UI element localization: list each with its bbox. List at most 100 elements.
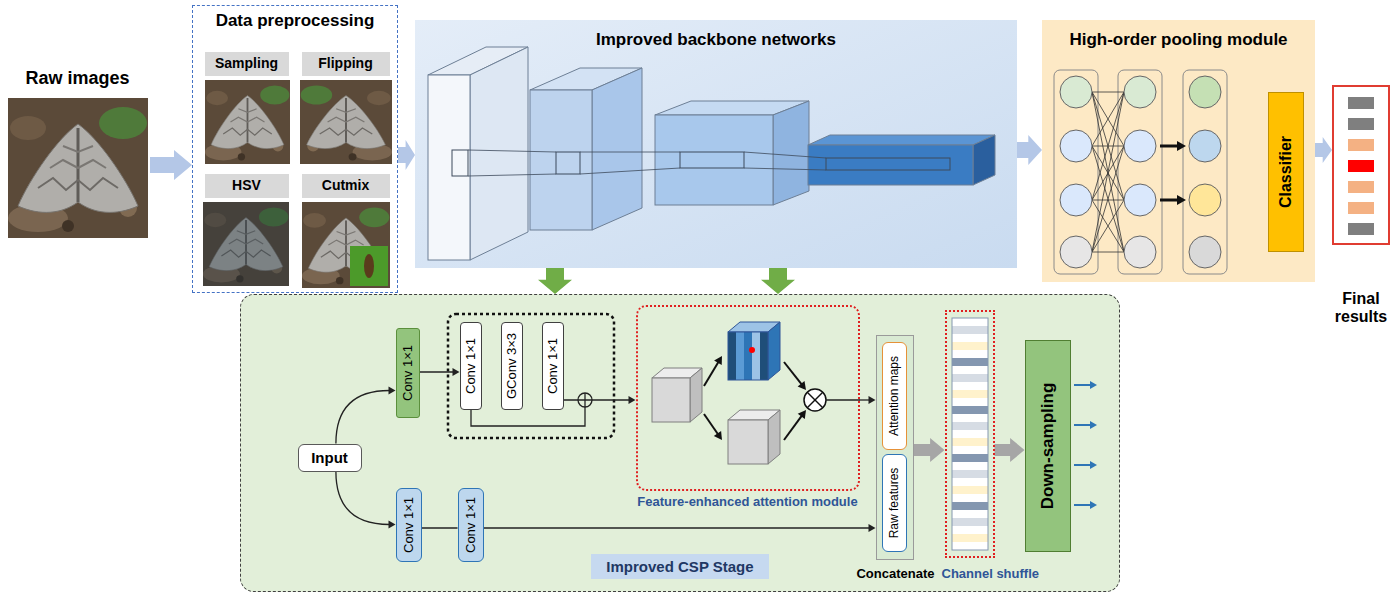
pooling-network xyxy=(1092,92,1124,200)
pooling-network xyxy=(1189,236,1221,268)
shuffled-channels xyxy=(952,342,988,350)
block-arrow xyxy=(995,438,1025,462)
pooling-network xyxy=(1092,146,1124,252)
pooling-network xyxy=(1092,200,1124,252)
feature-cube xyxy=(428,47,528,260)
pooling-network xyxy=(1160,199,1179,202)
pooling-network xyxy=(1118,70,1162,274)
raw-image xyxy=(8,98,148,238)
attention-cube xyxy=(760,332,768,380)
pooling-network xyxy=(1092,92,1124,146)
shuffled-channels xyxy=(952,454,988,462)
block-arrow xyxy=(1315,137,1332,163)
shuffled-channels xyxy=(952,318,988,550)
pooling-network xyxy=(1124,76,1156,108)
block-arrow xyxy=(914,438,945,462)
block-arrow xyxy=(1315,137,1332,163)
attention-illustration xyxy=(804,389,826,411)
dotted-frame xyxy=(636,305,860,491)
output-arrows xyxy=(1090,501,1097,509)
backbone-layers xyxy=(580,152,680,153)
block-arrow xyxy=(150,150,192,180)
pooling-network xyxy=(1092,146,1124,252)
node-label: Channel shuffle xyxy=(942,567,1054,582)
hsv-image xyxy=(203,202,289,286)
block-arrow xyxy=(761,268,795,294)
backbone-band: Improved backbone networks xyxy=(415,20,1017,268)
attention-cube xyxy=(768,322,780,380)
attention-cube xyxy=(752,332,760,380)
node-label: Concatenate xyxy=(851,567,941,582)
attention-illustration xyxy=(784,362,802,385)
node-label: Input xyxy=(311,449,348,466)
node-label: Conv 1×1 xyxy=(400,344,415,400)
csp-stage-panel: Improved CSP StageInputConv 1×1Conv 1×1G… xyxy=(240,294,1120,592)
backbone-layers xyxy=(580,168,680,174)
pooling-network xyxy=(1124,130,1156,162)
shuffled-channels xyxy=(952,398,988,406)
attention-illustration xyxy=(784,415,802,440)
block-arrow xyxy=(398,140,415,170)
shuffled-channels xyxy=(952,374,988,382)
feature-cube xyxy=(728,420,768,464)
node-label: Sampling xyxy=(215,55,278,71)
block-arrow xyxy=(398,140,415,170)
feature-cube xyxy=(470,47,528,260)
backbone-layers xyxy=(452,150,468,176)
pooling-network xyxy=(1160,145,1179,148)
attention-illustration xyxy=(798,410,806,419)
block-arrow xyxy=(1017,135,1042,165)
conv-box: Conv 1×1 xyxy=(460,322,482,410)
shuffled-channels xyxy=(952,486,988,494)
node-label: High-order pooling module xyxy=(1042,30,1315,50)
result-bars xyxy=(1348,160,1374,172)
shuffled-channels xyxy=(952,502,988,510)
conv-box: Conv 1×1 xyxy=(542,322,564,410)
node-label: Conv 1×1 xyxy=(401,496,416,552)
connector-arrow xyxy=(564,396,636,404)
feature-cube xyxy=(655,115,773,205)
shuffled-channels xyxy=(952,542,988,550)
conv-box: Conv 1×1 xyxy=(458,488,484,562)
feature-cube xyxy=(655,101,809,205)
connector-arrow xyxy=(389,521,396,529)
attention-cube xyxy=(728,332,736,380)
feature-cube xyxy=(428,75,470,260)
connector-arrow xyxy=(484,527,870,528)
node-label: Classifier xyxy=(1277,136,1295,208)
node-label: Feature-enhanced attention module xyxy=(620,495,876,510)
pooling-network xyxy=(1060,76,1092,108)
dotted-frame xyxy=(945,310,995,558)
connector-arrow xyxy=(336,387,396,444)
node-label: Improved backbone networks xyxy=(415,30,1017,50)
result-bars xyxy=(1348,223,1374,235)
connector-arrow xyxy=(869,396,876,404)
pooling-network xyxy=(1189,76,1221,108)
pooling-network xyxy=(1092,92,1124,93)
node-label: Cutmix xyxy=(322,177,369,193)
backbone-layers xyxy=(744,152,826,158)
feature-box: Raw features xyxy=(882,454,907,552)
sampling-image xyxy=(205,80,290,164)
attention-illustration xyxy=(798,381,806,390)
feature-cube xyxy=(652,368,702,422)
hsv-image xyxy=(203,202,289,286)
feature-cube xyxy=(808,135,995,185)
output-arrows xyxy=(1074,504,1091,506)
shuffled-channels xyxy=(952,382,988,390)
attention-illustration xyxy=(704,361,719,386)
node-label: Final results xyxy=(1332,290,1390,327)
pooling-network xyxy=(1092,92,1124,252)
connector-arrow xyxy=(336,472,396,529)
attention-illustration xyxy=(714,356,722,365)
shuffled-channels xyxy=(952,462,988,470)
panel-fill xyxy=(1042,20,1315,282)
shuffled-channels xyxy=(952,470,988,478)
connector-arrow xyxy=(869,524,876,532)
feature-cube xyxy=(530,68,642,230)
hsv-image xyxy=(203,202,289,286)
node-label: HSV xyxy=(232,177,261,193)
output-arrows xyxy=(1090,381,1097,389)
residual-connection xyxy=(448,314,614,438)
